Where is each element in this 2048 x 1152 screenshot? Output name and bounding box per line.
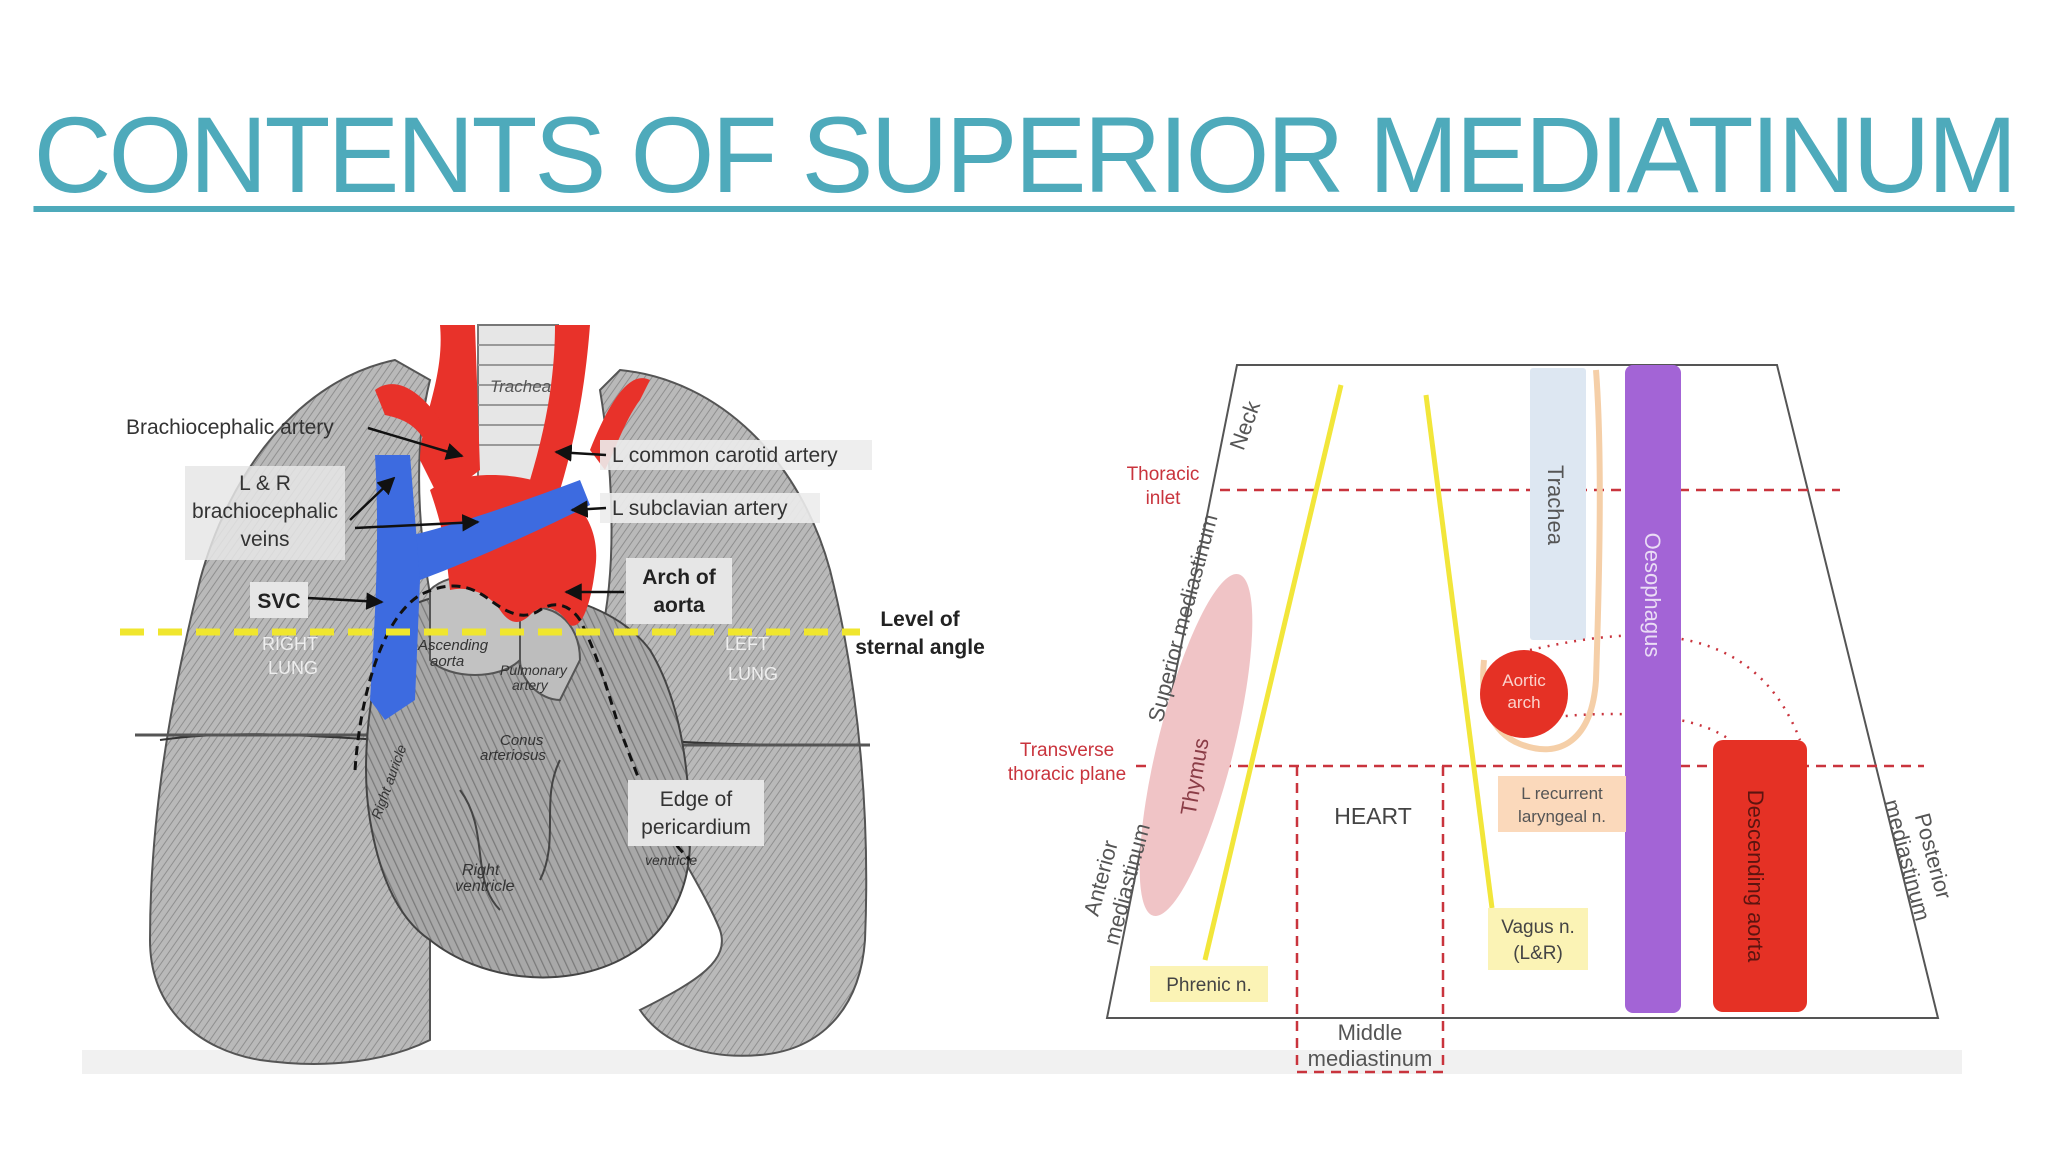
recurrent-label-box xyxy=(1498,776,1626,832)
svc-shape xyxy=(370,455,420,720)
label-oesophagus: Oesophagus xyxy=(1640,533,1665,658)
right-ventricle-engraving-2: ventricle xyxy=(455,878,515,895)
right-lung-label-2: LUNG xyxy=(268,658,318,678)
label-thoracic-inlet-1: Thoracic xyxy=(1127,464,1200,485)
label-recurrent-2: laryngeal n. xyxy=(1518,807,1606,826)
label-thoracic-inlet-2: inlet xyxy=(1146,488,1182,509)
label-lr-veins-3: veins xyxy=(240,528,289,551)
left-common-carotid-shape xyxy=(530,325,590,490)
label-vagus-1: Vagus n. xyxy=(1501,917,1575,938)
thymus-shape xyxy=(1139,573,1253,917)
label-trachea: Trachea xyxy=(1543,465,1568,546)
pulmonary-artery-engraving-2: artery xyxy=(512,677,549,693)
middle-mediastinum-box xyxy=(1295,766,1445,1074)
label-aortic-2: arch xyxy=(1507,693,1540,712)
vagus-nerve xyxy=(1423,394,1495,909)
trachea-bar xyxy=(1530,368,1586,640)
left-ventricle-engraving: ventricle xyxy=(645,852,697,868)
brachiocephalic-artery-shape xyxy=(420,325,480,500)
label-vagus-2: (L&R) xyxy=(1513,943,1563,964)
right-subclavian-shape xyxy=(375,384,440,450)
label-lr-veins-1: L & R xyxy=(239,472,291,495)
page-title: CONTENTS OF SUPERIOR MEDIATINUM xyxy=(33,94,2017,215)
right-ventricle-engraving: Right xyxy=(462,862,500,879)
label-pericardium-2: pericardium xyxy=(641,816,751,839)
label-phrenic: Phrenic n. xyxy=(1166,975,1252,996)
label-transverse-2: thoracic plane xyxy=(1008,764,1126,785)
label-sternal-1: Level of xyxy=(880,608,960,631)
conus-engraving-2: arteriosus xyxy=(480,747,546,764)
pulmonary-artery-engraving: Pulmonary xyxy=(500,662,568,678)
phrenic-nerve xyxy=(1202,384,1344,961)
label-heart: HEART xyxy=(1334,803,1412,829)
label-svc: SVC xyxy=(257,590,300,613)
label-middle-2: mediastinum xyxy=(1308,1046,1433,1071)
label-middle-1: Middle xyxy=(1338,1020,1403,1045)
trachea-engraving-label: Trachea xyxy=(490,377,551,396)
descending-aorta-bar xyxy=(1713,740,1807,1012)
mediastinum-schematic: Trachea Oesophagus Aortic arch Descendin… xyxy=(1008,364,1957,1074)
label-arch-1: Arch of xyxy=(642,566,717,589)
anatomy-illustration: RIGHT LUNG LEFT LUNG Trachea Ascending a… xyxy=(82,324,1962,1074)
aortic-arch-circle xyxy=(1480,650,1568,738)
right-lung-label-1: RIGHT xyxy=(262,634,318,654)
conus-engraving: Conus xyxy=(500,732,544,749)
pericardium-edge xyxy=(353,584,692,862)
ascending-aorta-engraving-2: aorta xyxy=(430,653,464,670)
label-brachiocephalic-artery: Brachiocephalic artery xyxy=(126,416,334,439)
label-arch-2: aorta xyxy=(653,594,705,617)
left-lung-label-2: LUNG xyxy=(728,664,778,684)
vagus-label-box xyxy=(1488,908,1588,970)
oesophagus-bar xyxy=(1625,365,1681,1013)
left-lung-label-1: LEFT xyxy=(725,634,769,654)
phrenic-label-box xyxy=(1150,966,1268,1002)
label-descending: Descending aorta xyxy=(1743,790,1768,963)
label-sternal-2: sternal angle xyxy=(855,636,985,659)
label-recurrent-1: L recurrent xyxy=(1521,784,1603,803)
label-neck: Neck xyxy=(1225,397,1266,454)
label-l-common-carotid: L common carotid artery xyxy=(612,444,838,467)
ascending-aorta-engraving: Ascending xyxy=(417,637,489,654)
label-lr-veins-2: brachiocephalic xyxy=(192,500,338,523)
label-aortic-1: Aortic xyxy=(1502,671,1546,690)
brachiocephalic-vein-left-shape xyxy=(390,480,590,580)
label-pericardium-1: Edge of xyxy=(660,788,733,811)
label-transverse-1: Transverse xyxy=(1020,740,1114,761)
label-l-subclavian: L subclavian artery xyxy=(612,497,788,520)
